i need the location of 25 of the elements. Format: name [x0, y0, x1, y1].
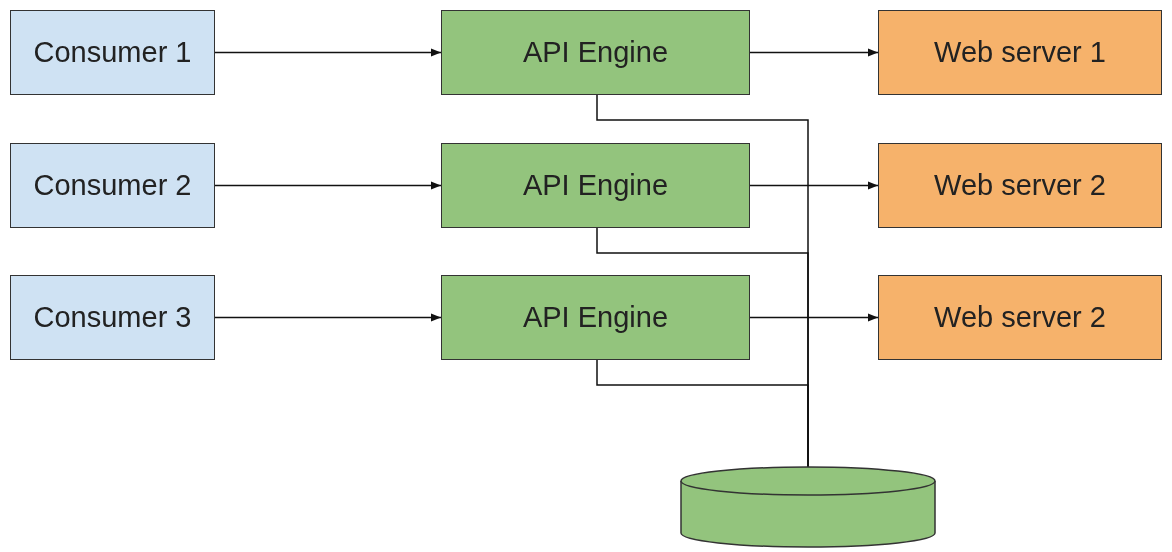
process-box [878, 275, 1162, 360]
box-label: Consumer 1 [33, 36, 192, 69]
connector-arrow [214, 48, 442, 57]
box-label: API Engine [522, 169, 669, 202]
process-box [441, 143, 750, 228]
process-box [878, 143, 1162, 228]
box-label: Consumer 2 [33, 169, 192, 202]
process-box [10, 143, 215, 228]
box-label: API Engine [522, 301, 669, 334]
box-label: API Engine [522, 36, 669, 69]
connector-arrow [749, 48, 879, 57]
process-box [441, 10, 750, 95]
box-label: Web server 2 [934, 169, 1106, 202]
database-cylinder [680, 466, 936, 548]
connector-arrow [749, 313, 879, 322]
connector-arrow [214, 313, 442, 322]
process-box [10, 10, 215, 95]
process-box [441, 275, 750, 360]
box-label: Web server 2 [934, 301, 1106, 334]
process-box [878, 10, 1162, 95]
connector-arrow [749, 181, 879, 190]
connector-arrow [214, 181, 442, 190]
process-box [10, 275, 215, 360]
box-label: Consumer 3 [33, 301, 192, 334]
box-label: Web server 1 [934, 36, 1106, 69]
